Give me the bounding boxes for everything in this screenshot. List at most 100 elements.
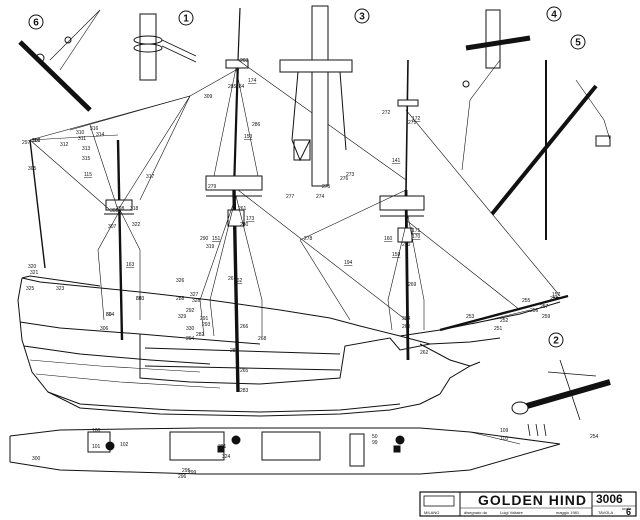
part-label-285: 285: [228, 84, 237, 90]
part-label-303: 303: [136, 296, 145, 302]
part-label-163: 163: [126, 262, 135, 268]
part-label-313: 313: [82, 146, 91, 152]
detail-2: [511, 359, 611, 437]
part-label-50: 50: [372, 434, 378, 440]
part-label-296: 296: [178, 474, 187, 480]
part-label-308: 308: [110, 208, 119, 214]
part-label-159: 159: [392, 252, 401, 258]
sheet-number: 6: [626, 507, 631, 517]
part-label-310: 310: [76, 130, 85, 136]
part-label-278: 278: [304, 236, 313, 242]
part-label-291: 291: [200, 316, 209, 322]
deck-plan: [9, 427, 561, 475]
part-label-162: 162: [234, 278, 243, 284]
detail-marker-4: 4: [551, 10, 557, 21]
part-label-330: 330: [186, 326, 195, 332]
part-label-314: 314: [96, 132, 105, 138]
detail-marker-ring-2: [548, 332, 564, 348]
part-label-194: 194: [344, 260, 353, 266]
part-label-173: 173: [246, 216, 255, 222]
part-label-110: 110: [500, 436, 508, 442]
detail-marker-ring-3: [354, 8, 370, 24]
part-label-258: 258: [550, 296, 559, 302]
part-label-329: 329: [178, 314, 187, 320]
part-label-290: 290: [200, 236, 209, 242]
part-label-262: 262: [420, 350, 429, 356]
part-label-254: 254: [590, 434, 599, 440]
drawing-date: maggio 1981: [556, 510, 580, 515]
drawn-by-label: disegnato da: [464, 510, 488, 515]
part-label-157: 157: [552, 292, 561, 298]
part-label-283: 283: [240, 388, 249, 394]
part-label-267: 267: [228, 276, 237, 282]
part-label-99: 99: [372, 440, 378, 446]
part-label-315: 315: [82, 156, 91, 162]
part-label-264: 264: [402, 316, 411, 322]
part-label-288: 288: [176, 296, 185, 302]
tavola-label: TAVOLA: [598, 510, 614, 515]
part-label-266: 266: [240, 324, 249, 330]
part-label-311: 311: [78, 136, 86, 142]
part-label-270: 270: [402, 242, 411, 248]
part-label-252: 252: [500, 318, 509, 324]
detail-marker-1: 1: [183, 14, 189, 25]
part-label-292: 292: [186, 308, 195, 314]
detail-marker-ring-4: [546, 6, 562, 22]
part-label-286: 286: [252, 122, 261, 128]
part-label-294: 294: [186, 336, 195, 342]
detail-marker-6: 6: [33, 18, 39, 29]
part-label-282: 282: [196, 332, 205, 338]
part-label-320: 320: [28, 264, 37, 270]
part-label-306: 306: [100, 326, 109, 332]
part-label-265: 265: [240, 368, 249, 374]
part-label-109: 109: [500, 428, 509, 434]
bowsprit: [439, 294, 569, 332]
kit-number: 3006: [596, 492, 623, 506]
detail-marker-3: 3: [359, 12, 365, 23]
detail-marker-2: 2: [553, 336, 559, 347]
part-label-160: 160: [384, 236, 393, 242]
hull-side-view: [17, 275, 561, 417]
detail-marker-ring-1: [178, 10, 194, 26]
fore-mast: [379, 59, 425, 361]
logo-mark: [423, 495, 455, 507]
part-label-259: 259: [542, 314, 551, 320]
part-label-151: 151: [212, 236, 221, 242]
detail-5: [490, 60, 611, 240]
part-label-325: 325: [26, 286, 35, 292]
part-label-297: 297: [22, 140, 31, 146]
detail-marker-5: 5: [575, 38, 581, 49]
part-label-316: 316: [90, 126, 99, 132]
part-label-141: 141: [392, 158, 401, 164]
part-label-68: 68: [136, 296, 142, 302]
scale-label: scala: [622, 506, 632, 511]
part-label-328: 328: [192, 298, 201, 304]
part-label-100: 100: [92, 428, 101, 434]
part-label-171: 171: [412, 228, 421, 234]
part-label-298: 298: [116, 206, 125, 212]
drawing-title: GOLDEN HIND: [478, 492, 587, 508]
part-label-322: 322: [132, 222, 141, 228]
part-label-275: 275: [322, 184, 331, 190]
city-label: MILANO: [424, 510, 439, 515]
part-label-170: 170: [412, 234, 421, 240]
part-label-174: 174: [248, 78, 257, 84]
part-label-257: 257: [540, 304, 549, 310]
detail-6: [18, 9, 101, 112]
part-label-324: 324: [222, 454, 231, 460]
part-label-327: 327: [190, 292, 199, 298]
part-label-321: 321: [30, 270, 39, 276]
part-label-302: 302: [32, 138, 41, 144]
part-label-309: 309: [204, 94, 213, 100]
part-label-115: 115: [84, 172, 92, 178]
rigging-lines: [29, 59, 561, 321]
part-label-261: 261: [238, 206, 247, 212]
detail-3: [279, 5, 353, 187]
part-label-312: 312: [60, 142, 69, 148]
part-label-101: 101: [92, 444, 101, 450]
part-label-326: 326: [176, 278, 185, 284]
detail-4: [461, 9, 531, 171]
part-label-300: 300: [32, 456, 41, 462]
part-label-293: 293: [202, 322, 211, 328]
